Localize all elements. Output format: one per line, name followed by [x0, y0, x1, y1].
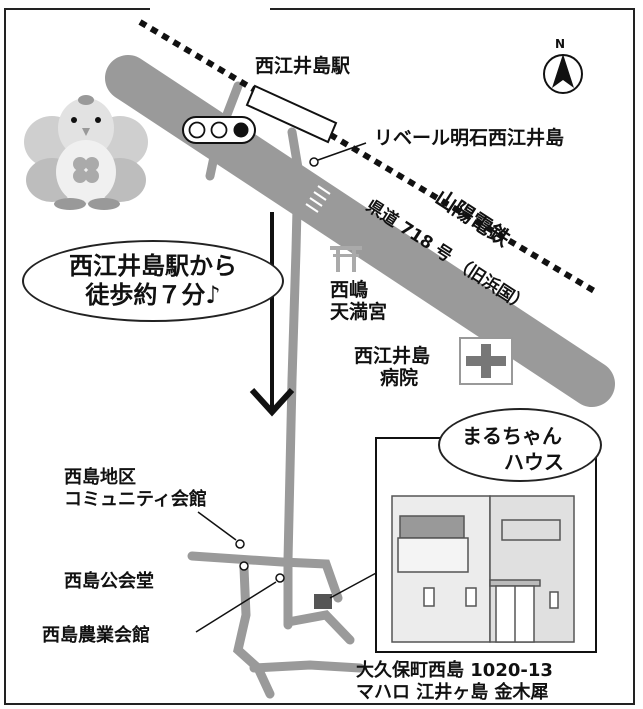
torii-icon — [330, 246, 362, 272]
kominkan-label: 西島公会堂 — [64, 571, 154, 592]
walking-direction-arrow — [249, 212, 295, 417]
shrine-label-1: 西嶋 — [330, 279, 369, 301]
crosswalk — [305, 185, 331, 213]
station-building — [245, 84, 338, 144]
hospital-cross-icon — [459, 337, 513, 385]
house-name-line-1: まるちゃん — [462, 424, 562, 448]
nogyo-label: 西島農業会館 — [42, 625, 150, 646]
compass-north-icon — [543, 54, 583, 94]
clover-mascot-icon — [24, 95, 148, 210]
walk-time-callout: 西江井島駅から 徒歩約７分♪ — [22, 240, 284, 322]
hospital-label-2: 病院 — [380, 367, 419, 389]
address-block: 大久保町西島 1020-13 マハロ 江井ヶ島 金木犀 — [356, 660, 553, 703]
compass-label: N — [555, 37, 566, 51]
callout-line-1: 西江井島駅から — [69, 252, 237, 281]
callout-line-2: 徒歩約７分♪ — [85, 281, 221, 309]
sanyo-railway — [138, 19, 598, 295]
station-name-label: 西江井島駅 — [255, 55, 351, 77]
address-line-1: 大久保町西島 1020-13 — [356, 660, 553, 681]
riberu-label: リベール明石西江井島 — [374, 127, 565, 149]
shrine-label-2: 天満宮 — [330, 301, 388, 323]
community-label-1: 西島地区 — [64, 467, 136, 488]
leader-lines — [195, 142, 367, 633]
house-name-line-2: ハウス — [504, 450, 564, 474]
hospital-label-1: 西江井島 — [354, 345, 431, 367]
traffic-light-icon — [182, 116, 256, 144]
community-label-2: コミュニティ会館 — [64, 489, 207, 510]
house-marker — [314, 594, 332, 609]
address-line-2: マハロ 江井ヶ島 金木犀 — [356, 681, 549, 703]
side-streets — [187, 81, 365, 699]
house-illustration-icon — [391, 495, 575, 643]
house-name-bubble: まるちゃん ハウス — [438, 408, 602, 482]
map-frame — [4, 8, 635, 705]
